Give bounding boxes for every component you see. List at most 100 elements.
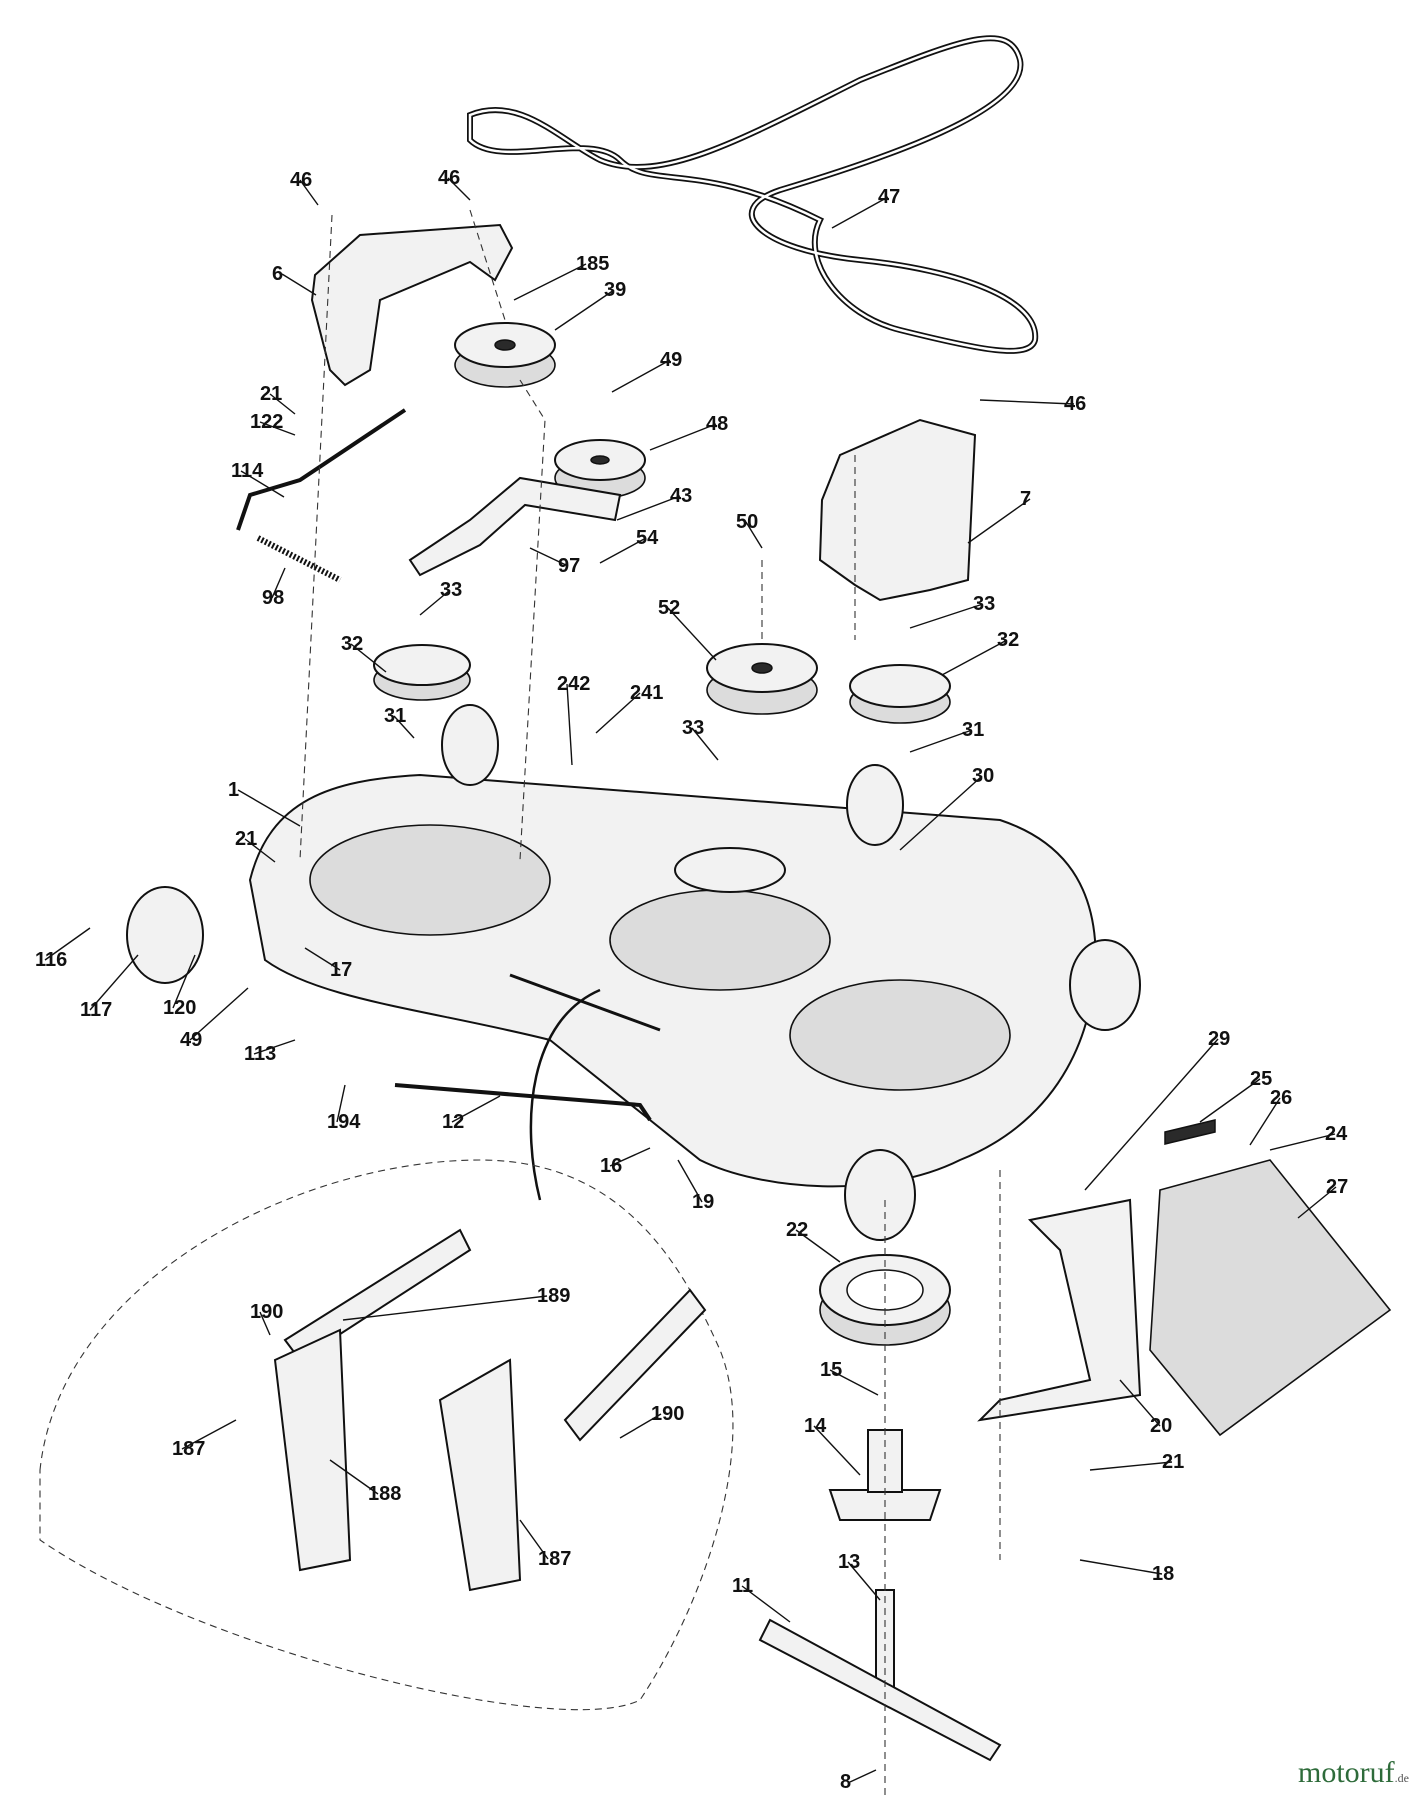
callout-49b: 49 [180,1029,202,1051]
leader-8 [849,1769,877,1783]
idler-pulley-48 [554,439,646,499]
gauge-wheel-rear-left [441,704,499,786]
callout-187b: 187 [538,1548,571,1570]
callout-54: 54 [636,527,659,549]
callout-50: 50 [736,511,758,533]
callout-242: 242 [557,673,590,695]
leader-16 [609,1147,651,1167]
leader-29 [1084,1038,1219,1191]
leader-30 [899,775,983,851]
leader-21c [1089,1461,1173,1471]
gauge-wheel-front-right [1069,939,1141,1031]
cable-curve [529,988,601,1201]
callout-16: 16 [600,1155,622,1177]
leader-22 [795,1229,841,1263]
leader-242 [566,683,573,766]
callout-194: 194 [327,1111,361,1133]
leader-188 [329,1459,379,1495]
callout-1: 1 [228,779,239,801]
callout-leaders [44,177,1337,1783]
gauge-wheel-117 [126,886,204,984]
leader-31b [909,729,973,753]
callout-21c: 21 [1162,1451,1184,1473]
callout-47: 47 [878,186,900,208]
lift-plate-left [273,1328,352,1572]
leader-185 [513,263,587,301]
leader-20 [1119,1379,1161,1427]
idler-arm-rod [236,408,407,531]
callout-22: 22 [786,1219,808,1241]
idler-pulley-39 [454,322,556,388]
deck-well-right [789,979,1011,1091]
leader-122 [259,421,296,436]
leader-14 [813,1425,861,1476]
callout-113: 113 [244,1043,276,1065]
callout-24: 24 [1325,1123,1348,1145]
deck-rod [394,1083,652,1122]
leader-190a [259,1311,271,1336]
lift-arm-right [563,1288,707,1442]
chute-spring [1164,1119,1216,1145]
watermark-brand: motoruf [1298,1756,1395,1789]
callout-13: 13 [838,1551,860,1573]
mower-blade [758,1618,1002,1762]
deck-well-center [609,889,831,991]
callout-190b: 190 [651,1403,684,1425]
leader-31a [393,715,415,739]
callout-29: 29 [1208,1028,1230,1050]
idler-arm-bracket [408,476,622,577]
leader-13 [847,1561,881,1601]
gauge-wheel-front-center [844,1149,916,1241]
callout-46c: 46 [1064,393,1086,415]
callout-11: 11 [732,1575,753,1597]
callout-25: 25 [1250,1068,1272,1090]
deflector-rod [977,1198,1142,1422]
callout-190a: 190 [250,1301,283,1323]
leader-32b [941,639,1008,676]
leader-113 [253,1039,296,1055]
leader-47 [831,196,889,229]
callout-21b: 21 [235,828,257,850]
callout-33b: 33 [973,593,995,615]
leader-50 [745,521,763,549]
leader-114 [240,470,285,498]
callout-116: 116 [35,949,67,971]
alignment-lines [299,209,1001,1800]
leader-43 [616,495,681,521]
drive-belt [467,35,1039,354]
leader-120 [172,954,196,1009]
callout-32a: 32 [341,633,363,655]
lift-arm-left [283,1228,472,1362]
leader-26 [1249,1097,1281,1146]
leader-49b [189,987,249,1041]
leader-12 [451,1095,501,1123]
leader-241 [595,692,641,734]
spindle-pulley-32-left [373,644,471,701]
callout-7: 7 [1020,488,1031,510]
watermark-tld: .de [1394,1771,1409,1785]
callout-26: 26 [1270,1087,1292,1109]
callout-6: 6 [272,263,283,285]
callout-12: 12 [442,1111,464,1133]
callout-114: 114 [231,460,264,482]
callout-20: 20 [1150,1415,1172,1437]
callout-14: 14 [804,1415,827,1437]
leader-25 [1199,1078,1261,1123]
leader-189 [342,1295,548,1321]
callout-32b: 32 [997,629,1019,651]
callout-187a: 187 [172,1438,205,1460]
leader-6 [281,273,317,296]
center-spindle-pulley [674,847,786,893]
callout-98: 98 [262,587,284,609]
leader-117 [89,954,139,1011]
callout-15: 15 [820,1359,842,1381]
spindle-pulley-32-right [849,664,951,724]
watermark: motoruf.de [1298,1756,1409,1790]
lift-kit-boundary [39,1159,734,1711]
leader-187a [181,1419,237,1450]
leader-32a [350,643,387,673]
callout-21a: 21 [260,383,282,405]
leader-194 [336,1084,346,1123]
leader-46b [447,177,471,201]
